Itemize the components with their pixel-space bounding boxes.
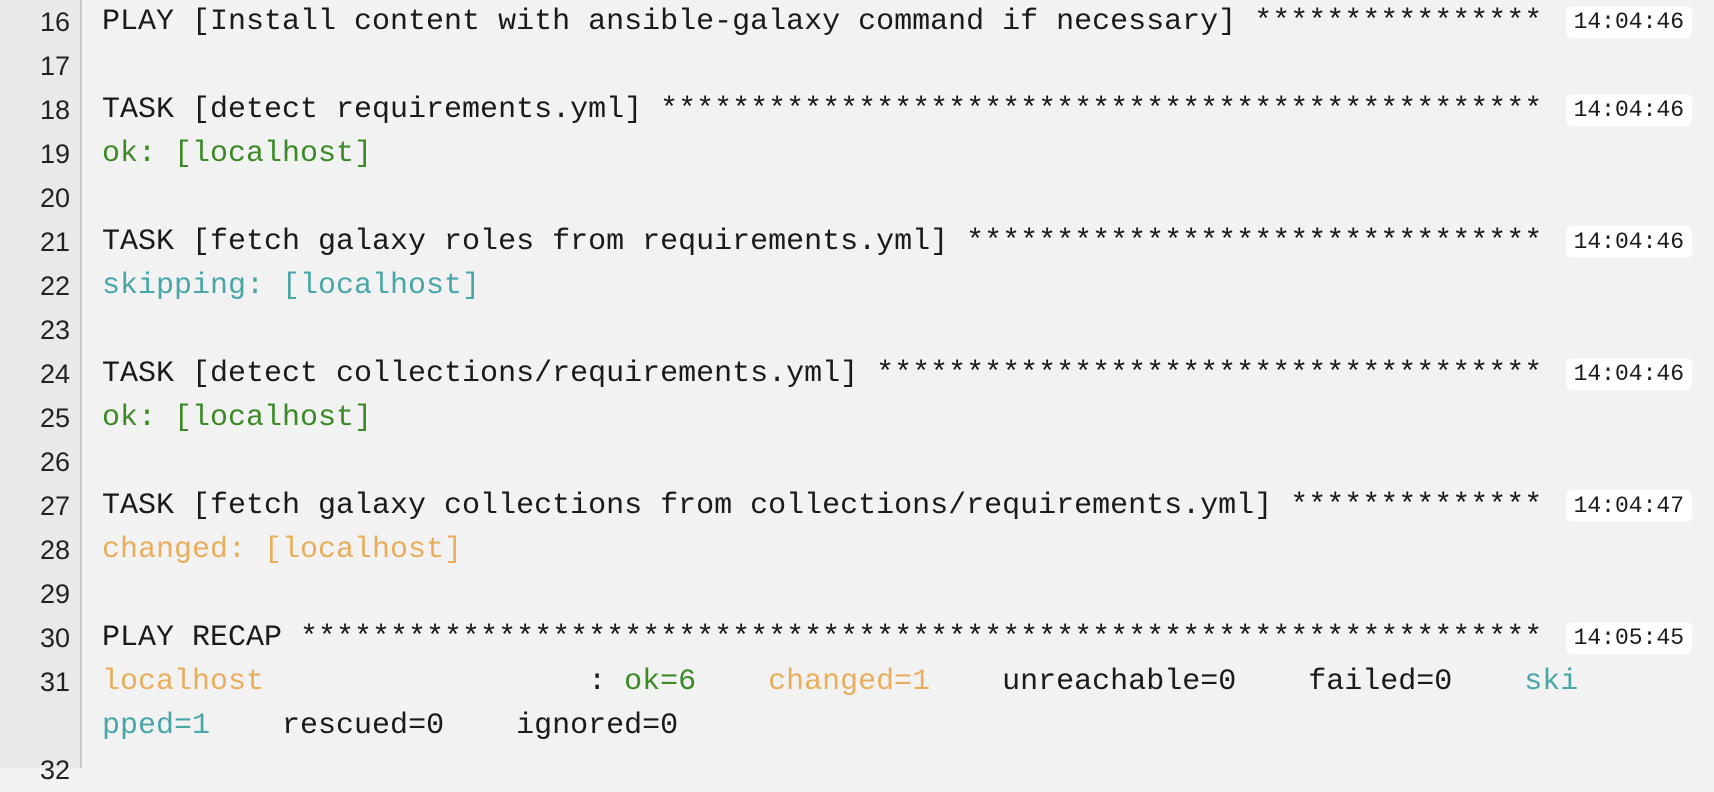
text-segment-changed: localhost — [102, 665, 265, 699]
line-number[interactable]: 17 — [39, 51, 70, 81]
log-line: 18 TASK [detect requirements.yml] *******… — [0, 88, 1714, 132]
text-segment-ok: ok: [localhost] — [102, 401, 373, 435]
line-text: ok: [localhost] — [102, 132, 372, 176]
line-text: pped=1 rescued=0 ignored=0 — [102, 704, 678, 748]
timestamp-badge: 14:04:46 — [1565, 358, 1692, 390]
log-line: 31 localhost : ok=6 changed=1 unreachable… — [0, 660, 1714, 704]
line-text: ok: [localhost] — [102, 396, 372, 440]
line-number[interactable]: 21 — [39, 227, 70, 257]
line-number[interactable]: 30 — [39, 623, 70, 653]
timestamp-badge: 14:04:47 — [1565, 490, 1692, 522]
line-number[interactable]: 18 — [39, 95, 70, 125]
timestamp-badge: 14:04:46 — [1565, 226, 1692, 258]
line-number[interactable]: 27 — [39, 491, 70, 521]
text-segment-default: PLAY RECAP *****************************… — [102, 621, 1543, 655]
text-segment-default: PLAY [Install content with ansible-galax… — [102, 5, 1543, 39]
line-number[interactable]: 28 — [39, 535, 70, 565]
text-segment-ok: ok: [localhost] — [102, 137, 373, 171]
text-segment-skipping: ski — [1524, 665, 1579, 699]
line-number[interactable]: 26 — [39, 447, 70, 477]
line-number[interactable]: 32 — [39, 755, 70, 785]
log-line: 24 TASK [detect collections/requirements.… — [0, 352, 1714, 396]
line-number[interactable]: 19 — [39, 139, 70, 169]
text-segment-default — [696, 665, 768, 699]
text-segment-default: TASK [fetch galaxy collections from coll… — [102, 489, 1543, 523]
text-segment-skipping: skipping: [localhost] — [102, 269, 481, 303]
line-number[interactable]: 25 — [39, 403, 70, 433]
log-line: 28 changed: [localhost] — [0, 528, 1714, 572]
line-text: TASK [fetch galaxy roles from requiremen… — [102, 220, 1542, 264]
line-number[interactable]: 29 — [39, 579, 70, 609]
text-segment-changed: changed: [localhost] — [102, 533, 463, 567]
log-line: 20 — [0, 176, 1714, 220]
line-text: PLAY [Install content with ansible-galax… — [102, 0, 1542, 44]
log-line: 17 — [0, 44, 1714, 88]
line-text: localhost : ok=6 changed=1 unreachable=0… — [102, 660, 1578, 704]
line-number[interactable]: 22 — [39, 271, 70, 301]
line-number-gutter — [0, 0, 82, 768]
line-text: skipping: [localhost] — [102, 264, 480, 308]
text-segment-default: rescued=0 ignored=0 — [210, 709, 679, 743]
log-line: pped=1 rescued=0 ignored=0 — [0, 704, 1714, 748]
log-line: 16 PLAY [Install content with ansible-gal… — [0, 0, 1714, 44]
line-text: TASK [detect requirements.yml] *********… — [102, 88, 1542, 132]
line-number[interactable]: 24 — [39, 359, 70, 389]
text-segment-changed: changed=1 — [768, 665, 931, 699]
text-segment-default: TASK [detect requirements.yml] *********… — [102, 93, 1543, 127]
line-number[interactable]: 16 — [39, 7, 70, 37]
line-number[interactable]: 31 — [39, 667, 70, 697]
text-segment-skipping: pped=1 — [102, 709, 211, 743]
text-segment-default: TASK [detect collections/requirements.ym… — [102, 357, 1543, 391]
timestamp-badge: 14:04:46 — [1565, 94, 1692, 126]
log-line: 23 — [0, 308, 1714, 352]
log-line: 22 skipping: [localhost] — [0, 264, 1714, 308]
line-text: TASK [detect collections/requirements.ym… — [102, 352, 1542, 396]
log-line: 32 — [0, 748, 1714, 792]
log-line: 30 PLAY RECAP ***************************… — [0, 616, 1714, 660]
log-line: 21 TASK [fetch galaxy roles from requirem… — [0, 220, 1714, 264]
text-segment-default: TASK [fetch galaxy roles from requiremen… — [102, 225, 1543, 259]
timestamp-badge: 14:04:46 — [1565, 6, 1692, 38]
text-segment-default: unreachable=0 failed=0 — [930, 665, 1525, 699]
line-text: TASK [fetch galaxy collections from coll… — [102, 484, 1542, 528]
log-line: 29 — [0, 572, 1714, 616]
line-number[interactable]: 23 — [39, 315, 70, 345]
line-text: changed: [localhost] — [102, 528, 462, 572]
text-segment-ok: ok=6 — [624, 665, 697, 699]
text-segment-default: : — [264, 665, 625, 699]
line-number[interactable]: 20 — [39, 183, 70, 213]
log-line: 26 — [0, 440, 1714, 484]
log-line: 25 ok: [localhost] — [0, 396, 1714, 440]
timestamp-badge: 14:05:45 — [1565, 622, 1692, 654]
line-text: PLAY RECAP *****************************… — [102, 616, 1542, 660]
log-line: 19 ok: [localhost] — [0, 132, 1714, 176]
log-line: 27 TASK [fetch galaxy collections from co… — [0, 484, 1714, 528]
